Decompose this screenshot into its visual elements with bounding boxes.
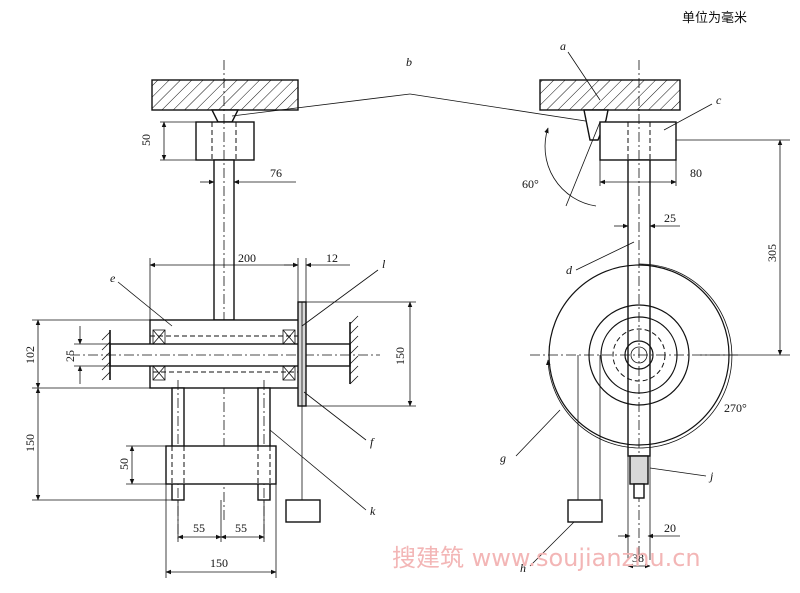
right-angle-arc	[544, 127, 597, 207]
left-weight	[285, 499, 321, 523]
right-weight	[567, 499, 603, 523]
dim-lower-block-height: 50	[117, 458, 131, 470]
dim-left-block-height: 50	[139, 134, 153, 146]
watermark: 搜建筑 www.soujianzhu.cn	[392, 544, 701, 572]
right-lower-collar	[629, 455, 649, 485]
dim-bottom-width-20: 20	[664, 521, 676, 535]
right-top-block	[599, 121, 677, 161]
dim-bottom-width-38: 38	[632, 551, 644, 565]
label-a: a	[560, 39, 566, 53]
dim-plate-thickness: 12	[326, 251, 338, 265]
left-lower-block	[165, 445, 277, 485]
left-view: 50 76	[23, 60, 416, 578]
label-l: l	[382, 257, 386, 271]
dim-rod-length: 150	[23, 434, 37, 452]
label-f: f	[370, 435, 375, 449]
dim-right-height: 305	[765, 244, 779, 262]
dim-right-angle: 60°	[522, 177, 539, 191]
label-d: d	[566, 263, 573, 277]
dim-rod-spacing-1: 55	[193, 521, 205, 535]
label-h: h	[520, 561, 526, 575]
dim-lower-width: 150	[210, 556, 228, 570]
dim-right-rod-width: 25	[664, 211, 676, 225]
left-top-block	[195, 121, 255, 161]
dim-rotation-angle: 270°	[724, 401, 747, 415]
dim-block-height: 102	[23, 346, 37, 364]
label-c: c	[716, 93, 722, 107]
left-ceiling-slab	[151, 79, 299, 111]
right-rotation-arc	[545, 263, 733, 449]
dim-beam-length: 200	[238, 251, 256, 265]
label-k: k	[370, 504, 376, 518]
dim-plate-height: 150	[393, 347, 407, 365]
left-wall-hatch	[101, 331, 111, 381]
unit-note: 单位为毫米	[682, 10, 747, 26]
right-wall-hatch	[349, 315, 359, 385]
dim-shaft-diameter: 25	[63, 350, 77, 362]
dim-rod-spacing-2: 55	[235, 521, 247, 535]
right-ceiling-slab	[539, 79, 681, 111]
right-view: 60° 80 25 305 270°	[500, 39, 790, 575]
label-e: e	[110, 271, 116, 285]
label-b: b	[406, 55, 412, 69]
label-g: g	[500, 451, 506, 465]
dim-right-shaft-offset: 80	[690, 166, 702, 180]
dim-left-shaft-offset: 76	[270, 166, 282, 180]
label-j: j	[708, 469, 714, 483]
label-b-group: b	[231, 55, 593, 123]
